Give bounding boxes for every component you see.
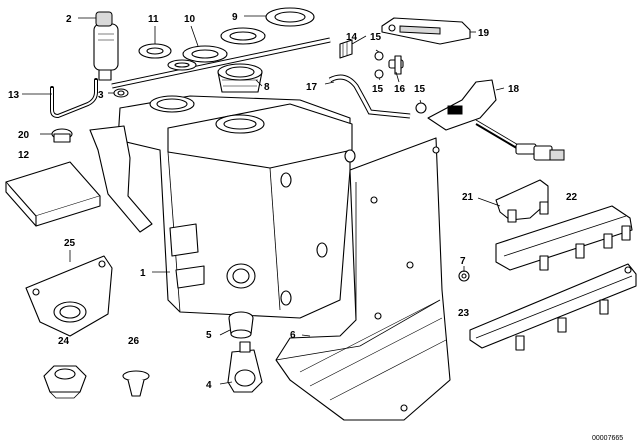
part-15-clamps xyxy=(374,51,427,114)
part-3-grommet xyxy=(113,88,129,98)
part-12-pad xyxy=(5,161,101,227)
callout-22: 22 xyxy=(566,192,578,203)
part-22-bracket xyxy=(495,205,633,271)
callout-5: 5 xyxy=(206,330,212,341)
callout-9: 9 xyxy=(232,12,238,23)
callout-8: 8 xyxy=(264,82,270,93)
callout-7: 7 xyxy=(460,256,466,267)
part-14-spring-clip xyxy=(339,39,353,59)
part-11-gasket xyxy=(138,43,172,59)
callout-3: 3 xyxy=(98,90,104,101)
callout-26: 26 xyxy=(128,336,140,347)
part-4-pump xyxy=(227,341,263,393)
part-17-hose xyxy=(328,74,411,119)
part-16-connector xyxy=(388,55,404,75)
part-8-filler-neck xyxy=(217,63,263,93)
callout-14: 14 xyxy=(346,32,358,43)
part-20-plug xyxy=(51,128,73,143)
part-21-bracket xyxy=(495,179,549,223)
callout-19: 19 xyxy=(478,28,490,39)
part-24-clip xyxy=(43,365,87,399)
part-6-shield xyxy=(275,137,451,421)
callout-15a: 15 xyxy=(370,32,382,43)
callout-18: 18 xyxy=(508,84,520,95)
part-26-rivet xyxy=(122,370,150,397)
part-1-reservoir xyxy=(89,95,356,319)
callout-21: 21 xyxy=(462,192,474,203)
leader-lines xyxy=(22,15,505,385)
part-13-hose xyxy=(50,78,98,118)
part-9-gasket xyxy=(220,7,315,45)
callout-2: 2 xyxy=(66,14,72,25)
callout-4: 4 xyxy=(206,380,212,391)
callout-labels: 2 11 10 9 14 15 19 13 3 8 17 15 16 15 18… xyxy=(8,12,623,442)
callout-11: 11 xyxy=(148,14,159,25)
callout-6: 6 xyxy=(290,330,296,341)
part-2-washer-pump xyxy=(93,11,119,81)
part-5-grommet xyxy=(228,311,254,339)
callout-17: 17 xyxy=(306,82,318,93)
diagram-code: 00007665 xyxy=(592,435,623,442)
part-10-gasket xyxy=(167,45,228,71)
callout-20: 20 xyxy=(18,130,30,141)
callout-25: 25 xyxy=(64,238,76,249)
part-25-bracket-plate xyxy=(25,255,113,337)
callout-13: 13 xyxy=(8,90,20,101)
callout-12: 12 xyxy=(18,150,30,161)
callout-23: 23 xyxy=(458,308,470,319)
part-19-bracket xyxy=(381,17,471,45)
callout-15b: 15 xyxy=(372,84,384,95)
part-7-clip xyxy=(458,270,470,282)
hose-line xyxy=(111,37,331,89)
callout-15c: 15 xyxy=(414,84,426,95)
callout-1: 1 xyxy=(140,268,146,279)
part-23-bracket xyxy=(469,263,637,351)
callout-10: 10 xyxy=(184,14,196,25)
callout-24: 24 xyxy=(58,336,70,347)
part-18-sensor-assembly xyxy=(427,79,565,161)
callout-16: 16 xyxy=(394,84,406,95)
